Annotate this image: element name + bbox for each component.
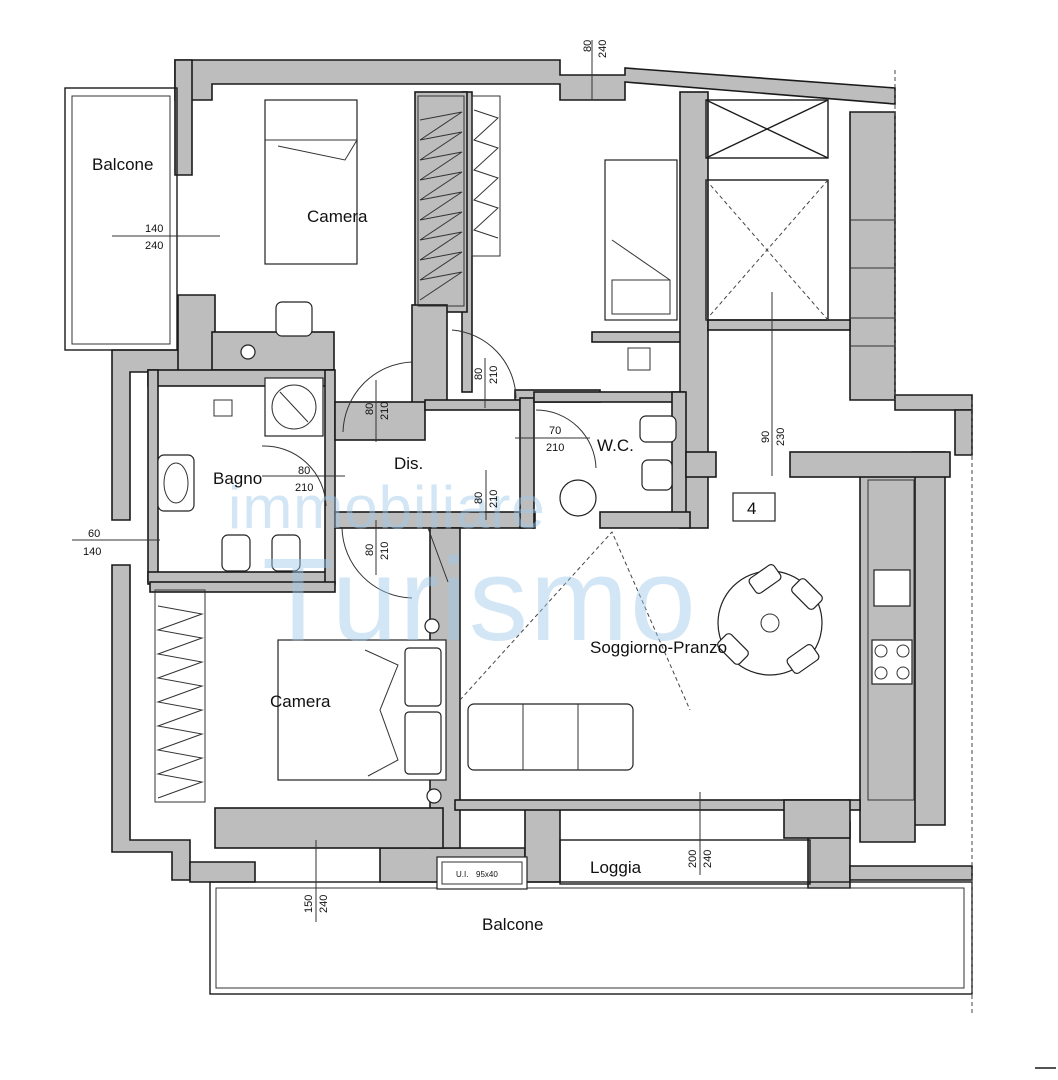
room-label-wc: W.C. — [597, 436, 634, 455]
dim-cam2-door-w: 80 — [364, 544, 376, 556]
interior-walls — [147, 91, 951, 849]
dim-left-win-h: 140 — [83, 546, 101, 558]
dim-room2-door-h: 210 — [488, 366, 500, 384]
room-label-dis: Dis. — [394, 454, 423, 473]
dim-cam-door-h: 210 — [379, 402, 391, 420]
room-label-loggia: Loggia — [590, 858, 642, 877]
room-label-camera-top: Camera — [307, 207, 368, 226]
watermark-line2: Turismo — [262, 534, 698, 666]
ui-size: 95x40 — [476, 870, 498, 879]
dim-dis-door-w: 80 — [473, 492, 485, 504]
room-label-bagno: Bagno — [213, 469, 262, 488]
dim-dis-door-h: 210 — [488, 490, 500, 508]
dim-entry-h: 230 — [775, 428, 787, 446]
dim-cam2-win-w: 150 — [303, 895, 315, 913]
dim-balcone-win-w: 140 — [145, 223, 163, 235]
dim-cam2-win-h: 240 — [318, 895, 330, 913]
dim-left-win-w: 60 — [88, 528, 100, 540]
dim-loggia-win-h: 240 — [702, 850, 714, 868]
dim-bagno-door-h: 210 — [295, 482, 313, 494]
wardrobe-top — [417, 95, 465, 307]
furniture — [154, 95, 915, 804]
room-label-soggiorno: Soggiorno-Pranzo — [590, 638, 727, 657]
dim-cam-door-w: 80 — [364, 403, 376, 415]
elevator-shaft — [705, 70, 973, 1015]
room-label-balcone-top: Balcone — [92, 155, 153, 174]
unit-number-box — [732, 492, 776, 522]
door-swings — [261, 329, 597, 599]
exterior-walls — [111, 59, 973, 889]
dim-wc-door-w: 70 — [549, 425, 561, 437]
dim-entry-w: 90 — [760, 431, 772, 443]
room-label-camera-bottom: Camera — [270, 692, 331, 711]
unit-number: 4 — [747, 499, 756, 518]
dim-wc-door-h: 210 — [546, 442, 564, 454]
room-label-balcone-bottom: Balcone — [482, 915, 543, 934]
dim-balcone-win-h: 240 — [145, 240, 163, 252]
dim-room2-door-w: 80 — [473, 368, 485, 380]
dim-top-door-w: 80 — [582, 40, 594, 52]
wardrobe-bottom — [154, 589, 206, 803]
ui-label: U.I. — [456, 870, 468, 879]
watermark-line1: immobiliare — [228, 474, 546, 541]
dim-top-door-h: 240 — [597, 40, 609, 58]
dim-cam2-door-h: 210 — [379, 542, 391, 560]
dim-bagno-door-w: 80 — [298, 465, 310, 477]
balconies — [64, 87, 973, 995]
dimension-lines — [72, 40, 773, 922]
dim-loggia-win-w: 200 — [687, 850, 699, 868]
